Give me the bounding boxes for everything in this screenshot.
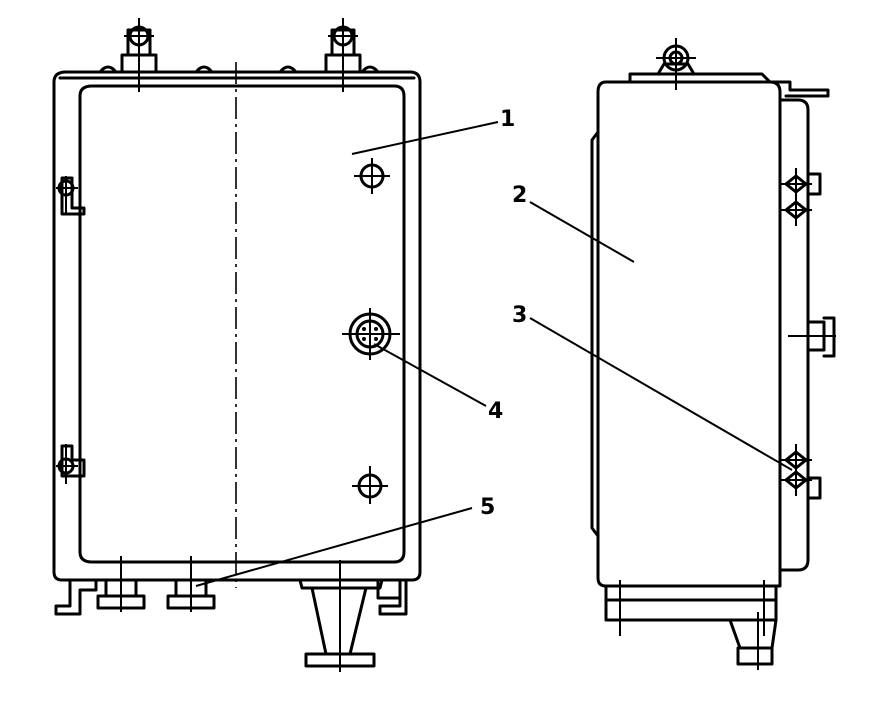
leader-4 [373, 343, 487, 407]
side-top-lug [656, 38, 696, 90]
front-round-port [342, 308, 400, 360]
callout-4: 4 [488, 399, 503, 424]
callout-5: 5 [480, 495, 495, 520]
side-fastener-upper [780, 168, 822, 226]
leader-3 [529, 317, 793, 471]
side-base [604, 580, 778, 636]
callout-3: 3 [512, 303, 527, 328]
front-top-lug-left [120, 18, 158, 92]
front-top-lug-right [324, 18, 362, 92]
front-fastener-upper [354, 158, 390, 194]
side-view [590, 38, 836, 670]
side-top-lip [628, 72, 830, 98]
front-cover-panel [78, 84, 406, 564]
callout-2: 2 [512, 183, 527, 208]
callout-labels: 1 2 3 4 5 [480, 107, 527, 520]
side-body [590, 80, 782, 588]
front-bottom-fitting-1 [96, 556, 146, 612]
front-foot-right [376, 578, 408, 616]
front-hinge-upper [56, 176, 86, 216]
front-bottom-outlet [298, 560, 384, 672]
front-fastener-lower [352, 466, 388, 504]
side-handle [788, 316, 836, 358]
front-top-bumps [98, 65, 380, 74]
callout-1: 1 [500, 107, 515, 132]
leader-lines [195, 121, 793, 587]
front-outer-shell [52, 70, 422, 582]
front-bottom-fitting-2 [166, 556, 216, 612]
front-foot-left [54, 578, 98, 616]
leader-1 [351, 121, 499, 155]
leader-2 [529, 201, 635, 263]
side-fastener-lower [780, 444, 822, 500]
side-bottom-outlet [728, 612, 778, 670]
front-view [52, 18, 422, 672]
leader-5 [195, 507, 473, 587]
front-hinge-lower [56, 444, 86, 484]
